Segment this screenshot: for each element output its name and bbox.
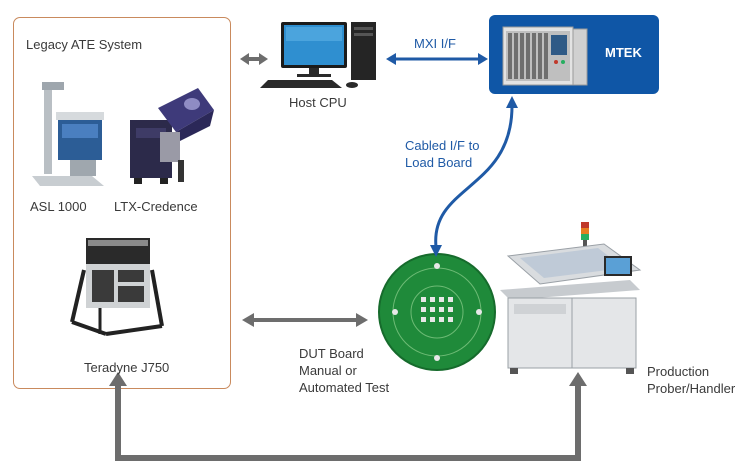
prober-handler-image	[500, 222, 642, 374]
prober-label-line1: Production	[647, 364, 710, 379]
mtek-chassis-image	[502, 26, 588, 86]
asl-1000-label: ASL 1000	[30, 199, 87, 214]
ltx-credence-image	[130, 88, 214, 184]
dut-label-line2: Manual or	[299, 363, 357, 378]
host-cpu-image	[260, 22, 376, 88]
dut-board-image	[378, 253, 496, 371]
cabled-if-arrow	[430, 96, 518, 257]
host-cpu-label: Host CPU	[289, 95, 347, 110]
cabled-if-label-line2: Load Board	[405, 155, 473, 170]
dut-label-line3: Automated Test	[299, 380, 390, 395]
legacy-ate-title: Legacy ATE System	[26, 37, 143, 52]
teradyne-j750-image	[70, 238, 164, 336]
mtek-label: MTEK	[605, 45, 642, 60]
prober-label-line2: Prober/Handler	[647, 381, 736, 396]
mxi-arrow	[386, 53, 488, 65]
teradyne-j750-label: Teradyne J750	[84, 360, 170, 375]
legacy-dut-arrow	[242, 313, 368, 327]
mxi-label: MXI I/F	[414, 36, 456, 51]
legacy-prober-loop-arrow	[109, 372, 587, 461]
cabled-if-label-line1: Cabled I/F to	[405, 138, 480, 153]
legacy-host-arrow	[240, 53, 268, 65]
ltx-credence-label: LTX-Credence	[114, 199, 198, 214]
legacy-ate-box	[13, 17, 231, 389]
dut-label-line1: DUT Board	[299, 346, 364, 361]
asl-1000-image	[32, 82, 104, 186]
